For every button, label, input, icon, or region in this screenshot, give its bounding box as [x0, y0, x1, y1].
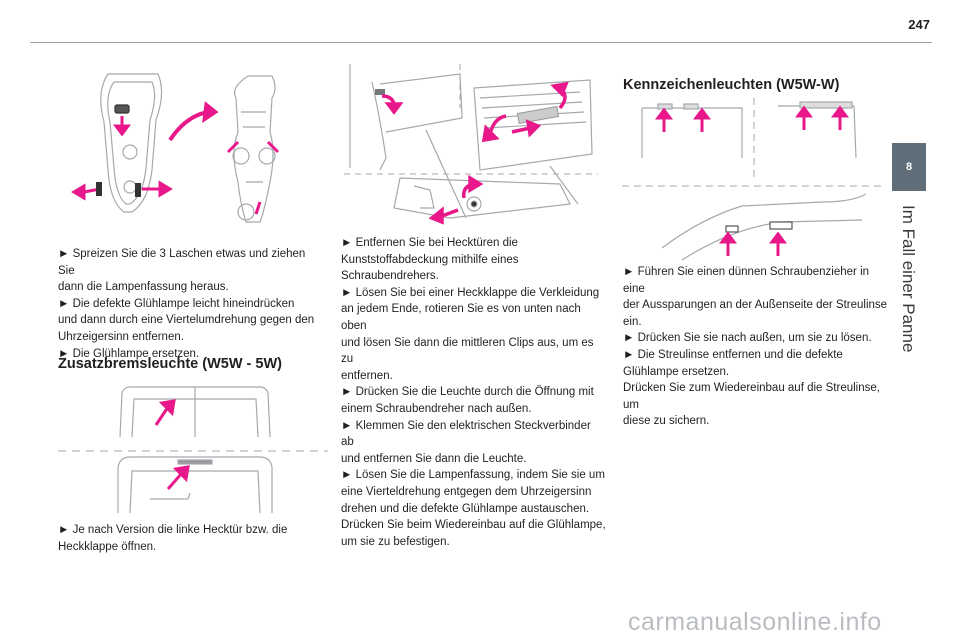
paragraph: ► Klemmen Sie den elektrischen Steckverb…: [341, 419, 591, 449]
paragraph: einem Schraubendreher nach außen.: [341, 402, 532, 415]
paragraph: ► Spreizen Sie die 3 Laschen etwas und z…: [58, 248, 306, 277]
paragraph: ► Drücken Sie sie nach außen, um sie zu …: [623, 332, 872, 345]
col2-text: ► Entfernen Sie bei Hecktüren die Kunsts…: [341, 235, 606, 550]
paragraph: Glühlampe ersetzen.: [623, 365, 730, 378]
paragraph: drehen und die defekte Glühlampe austaus…: [341, 502, 590, 515]
chapter-tab[interactable]: 8: [892, 143, 926, 191]
chapter-title-text: Im Fall einer Panne: [899, 205, 918, 353]
paragraph: ► Entfernen Sie bei Hecktüren die: [341, 237, 518, 249]
figure-rear-lamp-holders: [71, 73, 280, 223]
paragraph: und lösen Sie dann die mittleren Clips a…: [341, 336, 594, 366]
paragraph: dann die Lampenfassung heraus.: [58, 281, 229, 294]
col3-text: ► Führen Sie einen dünnen Schraubenziehe…: [623, 264, 888, 430]
page-number: 247: [908, 17, 930, 32]
heading-auxiliary-brake-light: Zusatzbremsleuchte (W5W - 5W): [58, 356, 282, 372]
heading-license-plate-lights: Kennzeichenleuchten (W5W-W): [623, 77, 840, 93]
paragraph: ein.: [623, 315, 642, 328]
figure-plate-lights: [622, 98, 882, 261]
paragraph: entfernen.: [341, 369, 393, 382]
header-rule: [30, 42, 932, 43]
chapter-title: Im Fall einer Panne: [892, 205, 926, 505]
paragraph: Drücken Sie zum Wiedereinbau auf die Str…: [623, 382, 880, 411]
paragraph: und dann durch eine Viertelumdrehung geg…: [58, 314, 315, 327]
paragraph: ► Die defekte Glühlampe leicht hineindrü…: [58, 297, 295, 310]
paragraph: ► Drücken Sie die Leuchte durch die Öffn…: [341, 386, 594, 399]
paragraph: Kunststoffabdeckung mithilfe eines Schra…: [341, 253, 519, 283]
paragraph: der Aussparungen an der Außenseite der S…: [623, 299, 888, 312]
paragraph: ► Die Glühlampe ersetzen.: [58, 347, 200, 360]
paragraph: an jedem Ende, rotieren Sie es von unten…: [341, 303, 581, 332]
paragraph: diese zu sichern.: [623, 415, 710, 428]
paragraph: um sie zu befestigen.: [341, 535, 450, 548]
paragraph: Uhrzeigersinn entfernen.: [58, 330, 184, 343]
watermark: carmanualsonline.info: [628, 608, 882, 636]
paragraph: ► Lösen Sie bei einer Heckklappe die Ver…: [341, 286, 600, 299]
paragraph: ► Führen Sie einen dünnen Schraubenziehe…: [623, 266, 870, 295]
col1-text-1: ► Spreizen Sie die 3 Laschen etwas und z…: [58, 246, 320, 362]
figure-panel-removal: [344, 64, 598, 225]
col1-text-2: ► Je nach Version die linke Hecktür bzw.…: [58, 522, 320, 555]
figure-rear-doors-tailgate: [58, 386, 328, 514]
paragraph: eine Vierteldrehung entgegen dem Uhrzeig…: [341, 485, 592, 498]
paragraph: ► Je nach Version die linke Hecktür bzw.…: [58, 524, 288, 536]
paragraph: und entfernen Sie dann die Leuchte.: [341, 452, 527, 465]
paragraph: Heckklappe öffnen.: [58, 540, 157, 553]
paragraph: ► Die Streulinse entfernen und die defek…: [623, 348, 843, 361]
paragraph: ► Lösen Sie die Lampenfassung, indem Sie…: [341, 469, 605, 482]
paragraph: Drücken Sie beim Wiedereinbau auf die Gl…: [341, 519, 606, 532]
